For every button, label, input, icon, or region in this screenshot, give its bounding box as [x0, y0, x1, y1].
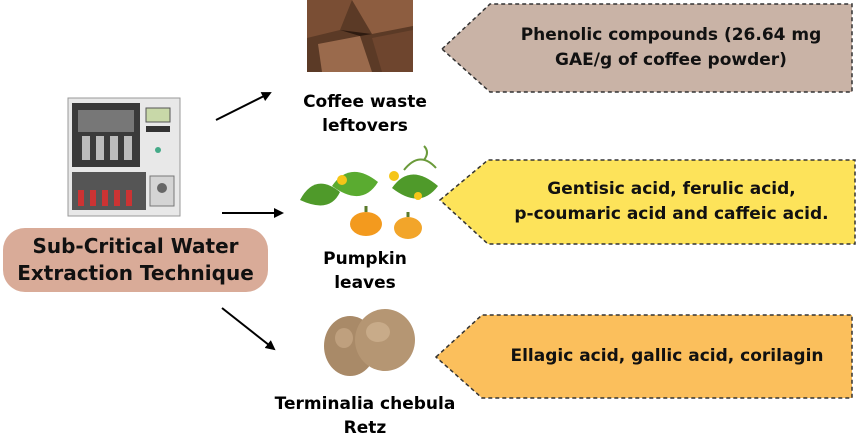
- pumpkin-leaves-photo-icon: [300, 145, 438, 239]
- arrow-to-coffee: [215, 92, 272, 121]
- result-callout-shape-1: [440, 3, 853, 93]
- result-callout-shape-3: [434, 314, 853, 399]
- arrow-to-terminalia: [221, 307, 276, 351]
- result-callout-1: Phenolic compounds (26.64 mg GAE/g of co…: [520, 25, 822, 70]
- technique-title-line1: Sub-Critical Water: [32, 234, 239, 258]
- result-callout-shape-2: [438, 159, 856, 245]
- extraction-apparatus-photo-icon: [67, 97, 181, 217]
- source-label-coffee: Coffee waste leftovers: [303, 92, 427, 136]
- terminalia-fruit-photo-icon: [318, 308, 418, 380]
- result-callout-3: Ellagic acid, gallic acid, corilagin: [510, 346, 824, 366]
- technique-box: Sub-Critical Water Extraction Technique: [3, 228, 268, 292]
- source-label-terminalia: Terminalia chebula Retz: [274, 394, 456, 438]
- result-callout-2: Gentisic acid, ferulic acid, p-coumaric …: [514, 179, 829, 224]
- source-label-pumpkin: Pumpkin leaves: [323, 249, 407, 293]
- technique-title-line2: Extraction Technique: [17, 261, 254, 285]
- coffee-waste-photo-icon: [307, 0, 413, 72]
